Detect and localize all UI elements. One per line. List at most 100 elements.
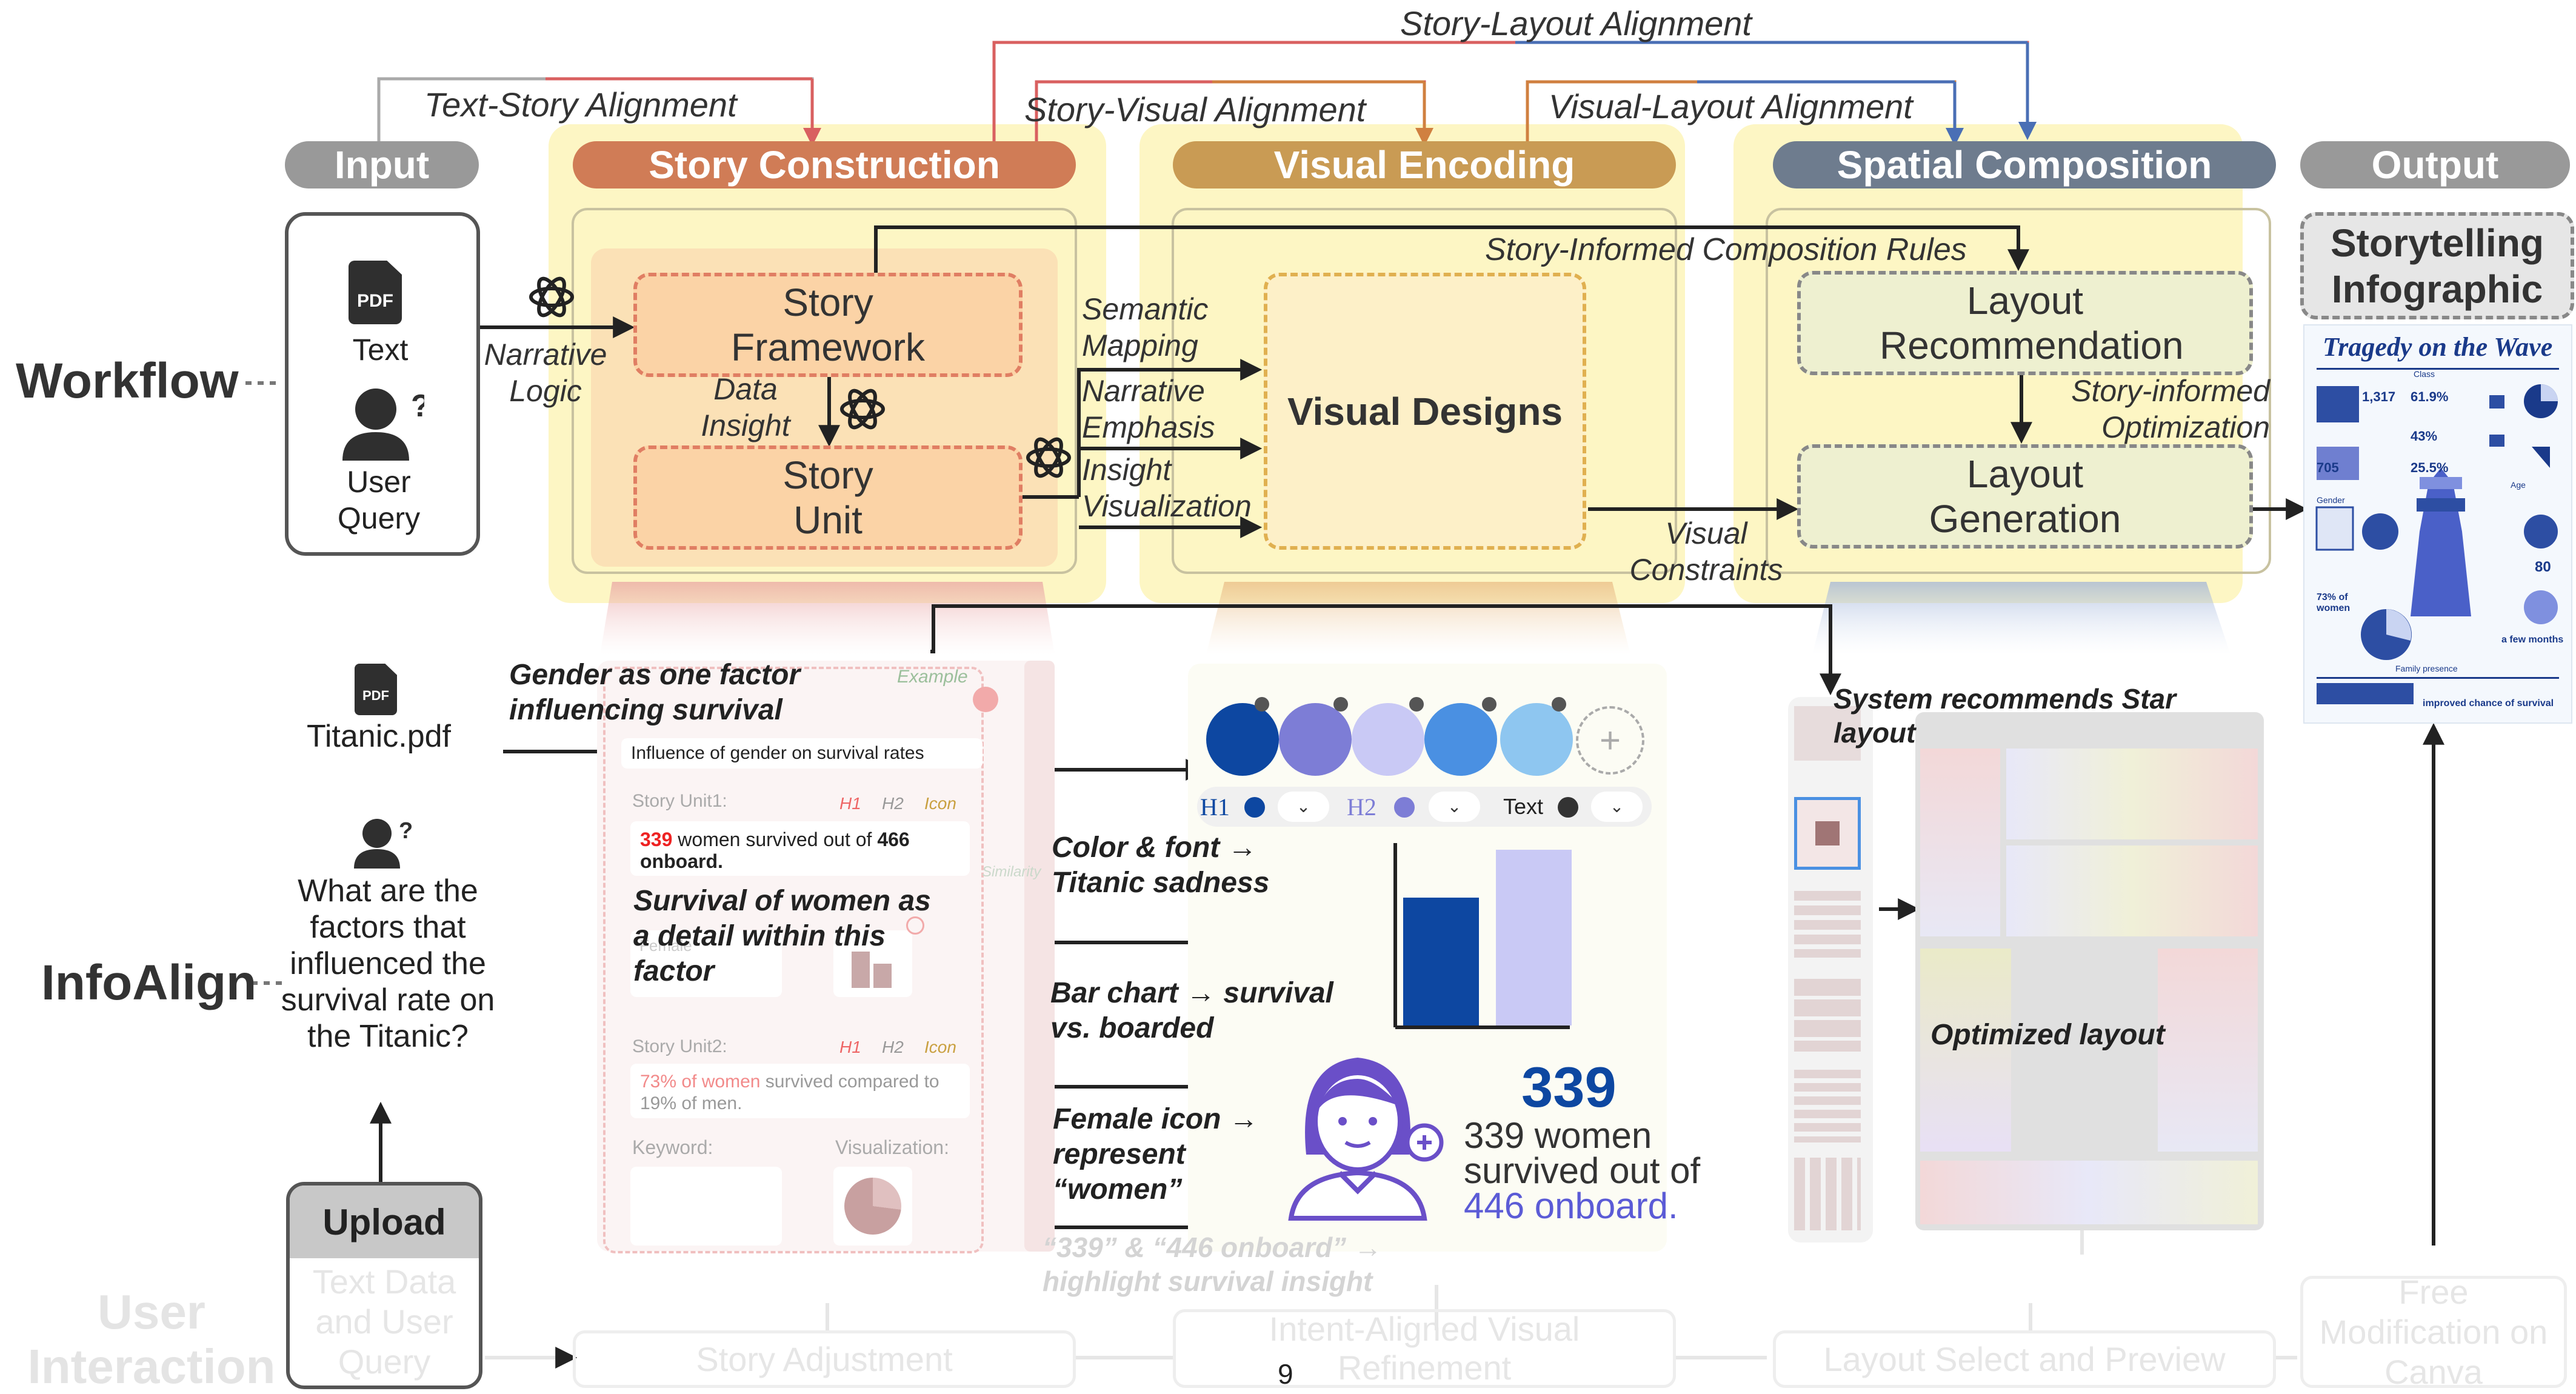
insight-visualization-label: Insight Visualization [1082,453,1252,523]
remove-color-icon[interactable] [1255,697,1269,712]
palette-swatch[interactable] [1279,703,1352,776]
remove-color-icon[interactable] [1482,697,1497,712]
palette-swatch[interactable] [1424,703,1497,776]
layout-thumbnail[interactable] [1794,979,1861,1052]
svg-text:?: ? [411,389,424,424]
font-text-dropdown[interactable]: ⌄ [1591,792,1643,822]
layout-thumbnails-sidebar [1788,697,1873,1242]
infographic-footer: improved chance of survival [2423,698,2554,709]
pdf-icon: PDF [349,261,402,324]
input-pill: Input [285,141,479,188]
story-construction-pill: Story Construction [573,141,1076,188]
story-adjustment-step: Story Adjustment [573,1330,1076,1388]
story-unit2-label: Story Unit2: [632,1036,727,1056]
layout-thumbnail[interactable] [1794,1070,1861,1142]
input-text-label: Text [352,333,409,367]
infographic-stat: a few months [2501,635,2564,645]
layout-thumbnail[interactable] [1794,891,1861,958]
visualization-preview[interactable] [833,930,912,997]
output-pill: Output [2300,141,2570,188]
font-h2-dropdown[interactable]: ⌄ [1429,792,1480,822]
page-number: 9 [1278,1358,1293,1390]
bar-boarded [1496,850,1572,1025]
remove-color-icon[interactable] [1333,697,1348,712]
icon-tag[interactable]: Icon [924,794,956,813]
font-h2-color[interactable] [1394,797,1415,818]
remove-color-icon[interactable] [1409,697,1424,712]
layout-generation-box: Layout Generation [1797,444,2253,549]
palette-swatch[interactable] [1500,703,1573,776]
visual-layout-alignment: Visual-Layout Alignment [1549,87,1913,125]
h2-tag[interactable]: H2 [882,1038,904,1056]
visual-designs-box: Visual Designs [1264,273,1586,550]
pdf-filename[interactable]: Titanic.pdf [307,719,451,754]
text-story-alignment: Text-Story Alignment [424,85,737,124]
upload-panel[interactable]: Upload Text Data and User Query [286,1182,482,1389]
narrative-emphasis-label: Narrative Emphasis [1082,374,1215,444]
icon-tag[interactable]: Icon [924,1038,956,1056]
infographic-stat: 80 [2535,559,2551,575]
layout-preview-canvas[interactable] [1915,712,2264,1230]
infographic-label: Class [2414,369,2435,379]
layout-thumbnail[interactable] [1794,1158,1861,1230]
text-data-label: Text Data and User Query [312,1262,456,1381]
add-color-icon[interactable]: + [1576,706,1644,775]
keyword-input[interactable] [630,1167,782,1246]
story-layout-alignment: Story-Layout Alignment [1400,4,1752,42]
female-icon [1288,1058,1444,1221]
font-h1-dropdown[interactable]: ⌄ [1278,792,1329,822]
infographic-label: Family presence [2395,664,2458,673]
big-number: 339 [1521,1055,1617,1119]
optimized-layout-label: Optimized layout [1930,1019,2165,1051]
survived-text: 339 women survived out of 446 onboard. [1464,1115,1701,1226]
pdf-icon: PDF [355,664,397,715]
visual-encoding-pill: Visual Encoding [1173,141,1676,188]
infographic-title: Tragedy on the Wave [2323,332,2553,362]
palette-swatch[interactable] [1352,703,1424,776]
infographic-label: Gender [2317,495,2345,505]
story-visual-alignment: Story-Visual Alignment [1024,90,1366,128]
visualization-preview[interactable] [833,1167,912,1246]
story-unit2-input[interactable]: 73% of women survived compared to 19% of… [630,1064,970,1118]
font-text-color[interactable] [1558,797,1578,818]
data-insight-label: Data Insight [701,372,790,442]
font-text-label: Text [1503,794,1544,819]
palette-swatch[interactable] [1206,703,1279,776]
infographic-stat: 61.9% [2411,389,2449,404]
keyword-label: Keyword: [632,1136,713,1158]
layout-select-step: Layout Select and Preview [1773,1330,2276,1388]
ai-logo-icon [529,276,574,318]
example-tag: Example [897,667,968,687]
story-unit1-label: Story Unit1: [632,791,727,811]
infographic-stat: 25.5% [2411,460,2449,475]
story-panel-scrollbar[interactable] [1024,661,1055,1252]
factor-input[interactable]: Influence of gender on survival rates [621,738,983,769]
infographic-art [2315,368,2559,704]
story-informed-rules-label: Story-Informed Composition Rules [1485,232,1967,267]
input-query-label: User Query [337,465,421,535]
visual-refinement-step: Intent-Aligned Visual Refinement [1173,1309,1676,1388]
workflow-row-label: Workflow [16,353,239,409]
layout-thumbnail-selected[interactable] [1794,797,1861,870]
h2-tag[interactable]: H2 [882,794,904,813]
font-h1-color[interactable] [1244,797,1265,818]
layout-thumbnail[interactable] [1794,706,1861,761]
infographic-stat: 43% [2411,429,2438,444]
visualization-label: Visualization: [835,1136,949,1158]
remove-color-icon[interactable] [1552,697,1566,712]
bar-chart-annotation: Bar chart → survival vs. boarded [1050,977,1333,1044]
remove-icon[interactable] [906,916,924,935]
free-modification-step: Free Modification on Canva [2300,1273,2567,1391]
ai-logo-icon [1026,437,1071,478]
remove-icon[interactable] [973,687,998,712]
keyword-input[interactable]: Female [630,930,782,997]
upload-button[interactable]: Upload [290,1186,479,1258]
bar-survived [1403,898,1479,1025]
h1-tag[interactable]: H1 [839,1038,861,1056]
h1-tag[interactable]: H1 [839,794,861,813]
infographic-stat: 1,317 [2362,389,2396,404]
narrative-logic-label: Narrative Logic [484,338,607,408]
font-h2-label: H2 [1347,793,1376,821]
infographic-thumbnail[interactable]: Tragedy on the Wave 1,317 61.9% 43% 705 … [2303,324,2572,724]
